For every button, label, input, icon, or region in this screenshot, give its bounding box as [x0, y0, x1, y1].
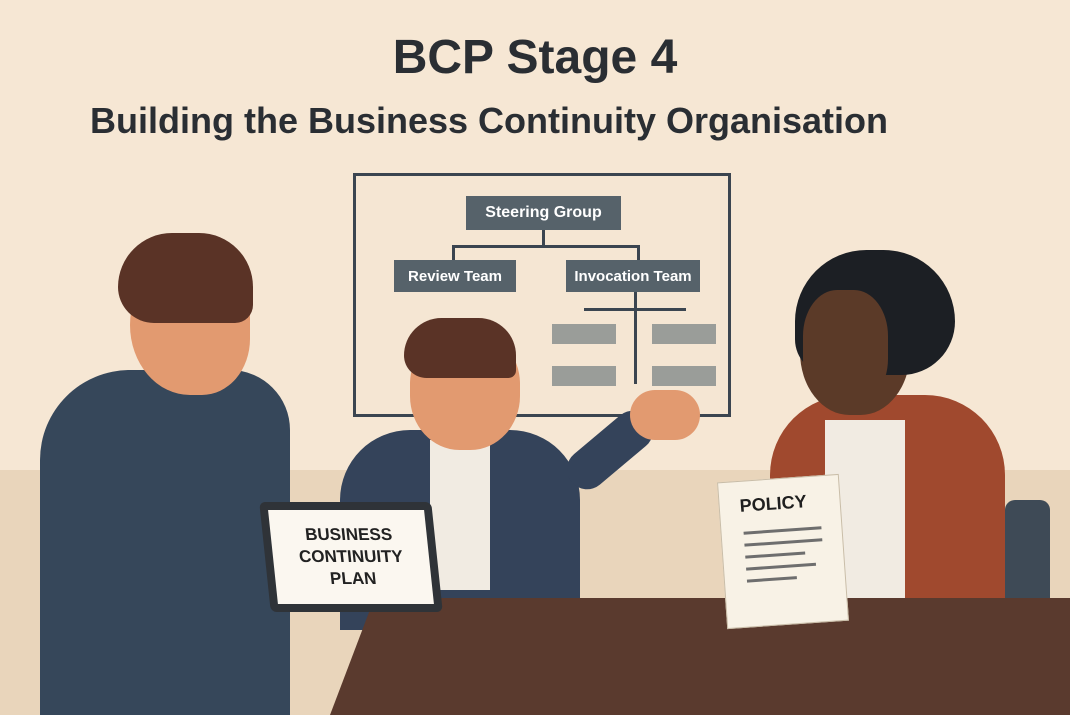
text-line [746, 576, 797, 583]
page-title: BCP Stage 4 [392, 31, 678, 84]
policy-title: POLICY [739, 491, 808, 516]
page-subtitle: Building the Business Continuity Organis… [90, 100, 889, 141]
sub-team-box [552, 324, 616, 344]
invocation-team-box: Invocation Team [566, 260, 700, 292]
text-line [746, 562, 817, 571]
text-line [743, 526, 822, 535]
connector [452, 245, 640, 248]
laptop: BUSINESS CONTINUITY PLAN [259, 502, 443, 612]
review-team-box: Review Team [394, 260, 516, 292]
sub-team-box [552, 366, 616, 386]
connector [584, 308, 686, 311]
text-line [745, 551, 806, 559]
org-chart-board: Steering Group Review Team Invocation Te… [353, 173, 731, 417]
policy-document: POLICY [717, 473, 849, 630]
laptop-text-line3: PLAN [329, 569, 378, 588]
connector [452, 245, 455, 261]
steering-group-box: Steering Group [466, 196, 621, 230]
text-line [744, 538, 823, 547]
meeting-table [330, 598, 1070, 715]
connector [634, 292, 637, 384]
laptop-text-line1: BUSINESS [304, 525, 394, 544]
sub-team-box [652, 324, 716, 344]
connector [637, 245, 640, 261]
laptop-text-line2: CONTINUITY [297, 547, 404, 566]
connector [542, 230, 545, 246]
laptop-screen: BUSINESS CONTINUITY PLAN [268, 510, 434, 604]
sub-team-box [652, 366, 716, 386]
